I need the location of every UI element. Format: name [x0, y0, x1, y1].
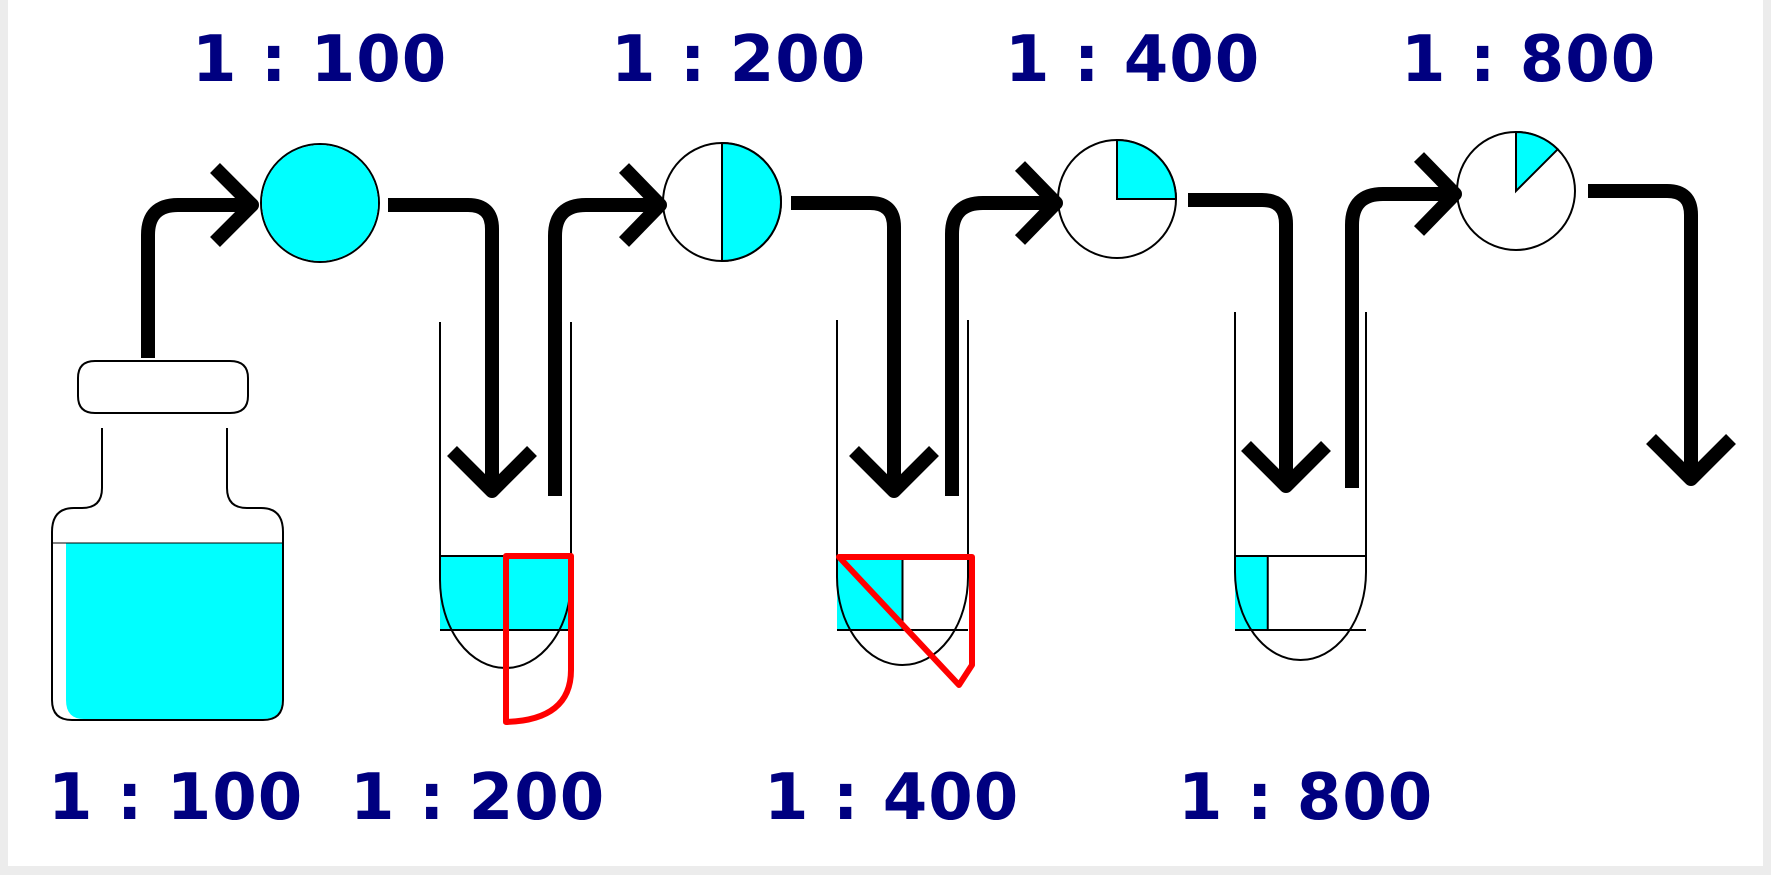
serial-dilution-diagram: 1 : 100 1 : 200 1 : 400 1 : 800 1 : 100 … — [8, 0, 1763, 866]
highlight-triangle-tube2 — [836, 554, 975, 688]
pie-slice — [262, 145, 378, 261]
highlight-half-tube1 — [503, 553, 574, 725]
top-label-2: 1 : 200 — [611, 23, 867, 97]
tube-liquid — [1235, 556, 1268, 630]
arrow-shaft — [1188, 193, 1293, 482]
arrowhead — [210, 163, 259, 247]
bottle-cap — [77, 360, 249, 414]
top-label-3: 1 : 400 — [1005, 23, 1261, 97]
arrow-tube2-to-pie3 — [945, 161, 1063, 496]
arrow-pie3-to-tube3 — [1188, 193, 1331, 493]
arrowhead — [1646, 434, 1736, 486]
arrowhead — [1014, 161, 1063, 245]
bottom-label-1: 1 : 100 — [48, 761, 304, 835]
top-label-4: 1 : 800 — [1401, 23, 1657, 97]
arrow-shaft — [1345, 187, 1451, 488]
arrowhead — [447, 446, 537, 498]
stock-bottle — [51, 360, 284, 721]
arrow-tube1-to-pie2 — [548, 163, 667, 496]
pie-3 — [1057, 138, 1178, 259]
arrowhead — [849, 446, 939, 498]
arrow-shaft — [141, 198, 246, 358]
bottle-liquid — [66, 543, 282, 719]
arrow-shaft — [791, 196, 901, 487]
pie-slice — [1515, 130, 1560, 194]
pie-slice — [721, 141, 782, 263]
diagram-canvas — [51, 130, 1736, 725]
bottle-outline — [51, 428, 284, 721]
arrow-pie1-to-tube1 — [388, 198, 537, 498]
arrow-tube3-to-pie4 — [1345, 152, 1462, 488]
arrow-pie2-to-tube2 — [791, 196, 939, 498]
arrow-pie4-out — [1588, 184, 1736, 486]
arrow-shaft — [388, 198, 499, 487]
pie-4 — [1456, 130, 1576, 251]
pie-2 — [662, 141, 782, 263]
pie-1 — [260, 143, 380, 263]
top-label-1: 1 : 100 — [192, 23, 448, 97]
arrow-shaft — [945, 196, 1052, 496]
arrow-shaft — [1588, 184, 1698, 475]
arrow-shaft — [548, 198, 656, 496]
pie-slice — [1116, 138, 1178, 200]
bottom-label-2: 1 : 200 — [350, 761, 606, 835]
tube-3 — [1234, 312, 1367, 661]
arrowhead — [1241, 441, 1331, 493]
tube-outline — [836, 320, 969, 666]
arrowhead — [1413, 152, 1462, 236]
tube-outline — [1234, 312, 1367, 661]
bottom-label-3: 1 : 400 — [764, 761, 1020, 835]
arrowhead — [618, 163, 667, 247]
arrow-bottle-to-pie1 — [141, 163, 259, 358]
bottom-label-4: 1 : 800 — [1178, 761, 1434, 835]
